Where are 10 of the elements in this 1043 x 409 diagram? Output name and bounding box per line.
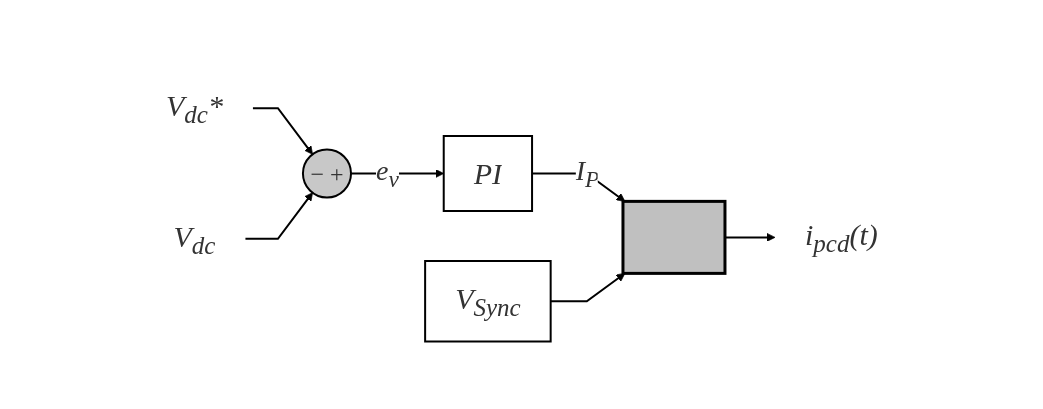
node-text: V$_{dc}$	[173, 219, 216, 259]
edge-label: I$_{P}$	[575, 154, 599, 192]
node-text: V$_{dc}$*	[165, 88, 223, 128]
edge-label: e$_{v}$	[375, 154, 399, 192]
arrow	[251, 107, 313, 155]
node-text: i$_{pcd}$(t)	[804, 217, 878, 257]
node-box: V$_{Sync}$	[423, 259, 552, 343]
node-circle: − +	[301, 148, 352, 199]
arrow	[244, 192, 313, 240]
node-box	[621, 199, 727, 275]
